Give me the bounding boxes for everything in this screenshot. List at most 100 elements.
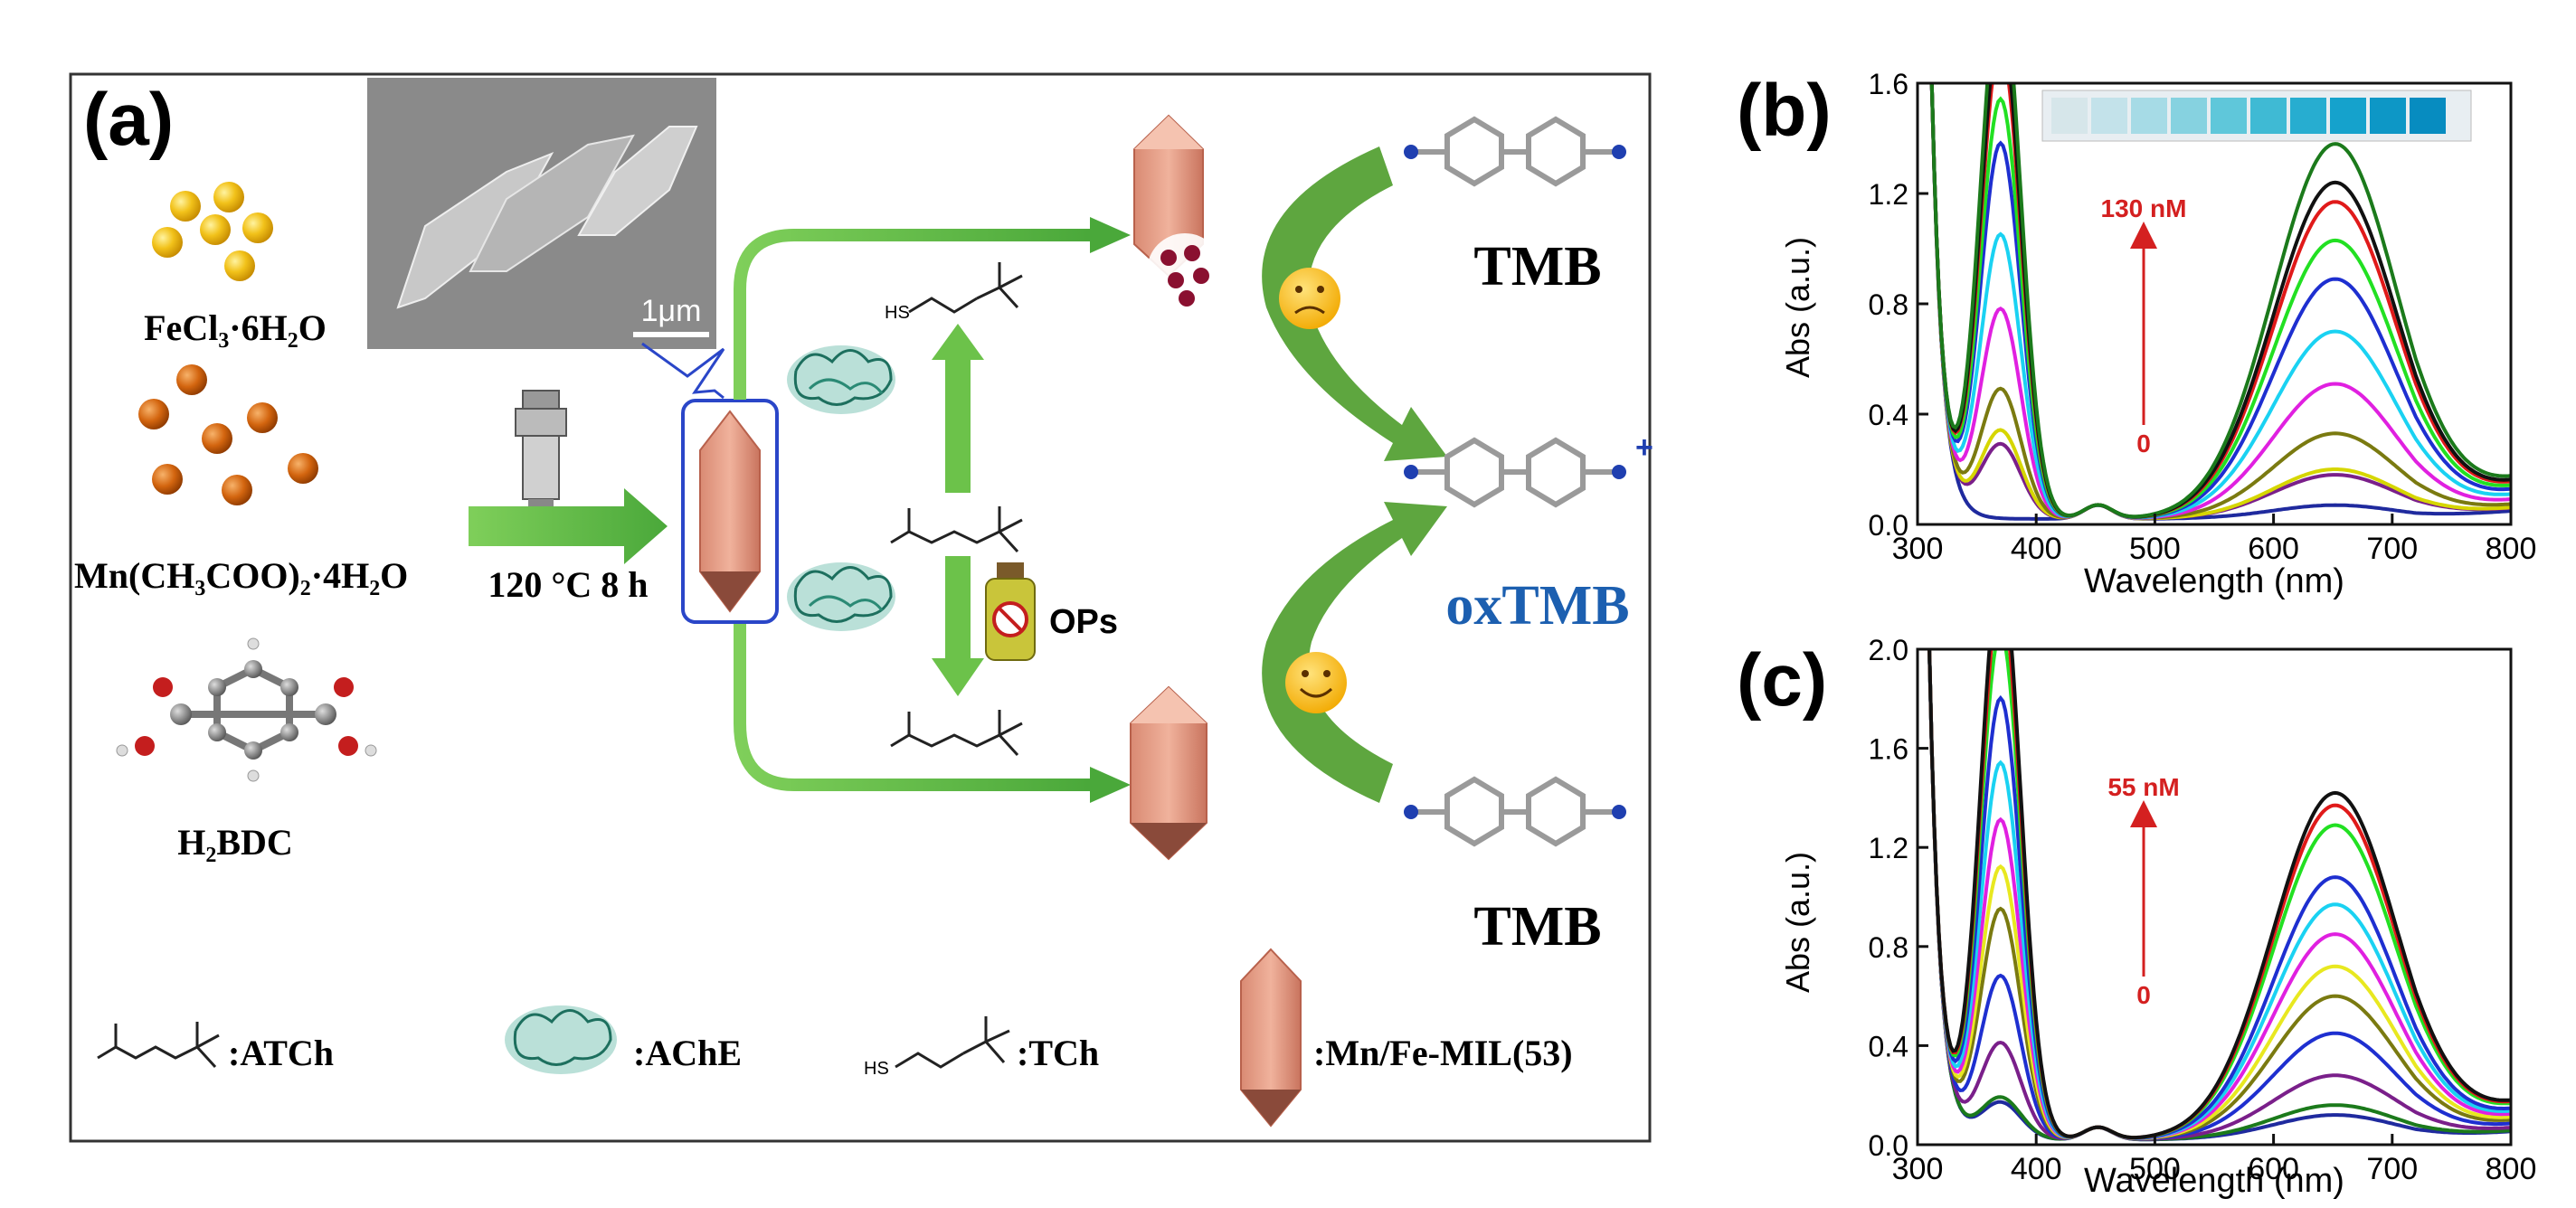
- chart-c-xlabel: Wavelength (nm): [2084, 1162, 2344, 1200]
- h2bdc-label: H₂BDC: [177, 822, 293, 863]
- chart-c-annotation-bottom: 0: [2136, 981, 2151, 1009]
- curved-arrow-top: [1262, 146, 1447, 461]
- ops-label: OPs: [1049, 603, 1118, 641]
- chart-c-ytick-label-0: 0.0: [1869, 1129, 1908, 1162]
- legend-tch-hs: HS: [864, 1059, 889, 1079]
- tmb-molecule-bottom: [1404, 776, 1626, 847]
- tmb-top-label: TMB: [1473, 236, 1601, 297]
- chart-c-series-group: [1927, 649, 2511, 1142]
- chart-c-xtick-label-3: 600: [2248, 1152, 2299, 1186]
- branch-arrow-bottom: [734, 624, 1090, 791]
- chart-c-annotation-top: 55 nM: [2107, 773, 2179, 801]
- chart-c-frame: [1916, 647, 2513, 1147]
- legend-tch-molecule: [895, 1016, 1010, 1069]
- chart-b-xlabel: Wavelength (nm): [2084, 562, 2344, 600]
- legend-atch-molecule: [97, 1022, 220, 1069]
- mof-crystal-center: [641, 342, 779, 624]
- legend-mof-crystal: [1240, 948, 1302, 1128]
- sem-image: 1μm: [367, 78, 716, 349]
- tmb-molecule-top: [1404, 116, 1626, 187]
- chart-c-ytick-label-3: 1.2: [1869, 832, 1908, 864]
- panel-b-label: (b): [1737, 70, 1832, 152]
- chart-b-series-5: [1929, 83, 2511, 520]
- chart-c-xtick-label-0: 300: [1892, 1152, 1944, 1186]
- chart-b-series-3: [1929, 83, 2511, 521]
- chart-b-annotation-bottom: 0: [2136, 429, 2151, 458]
- chart-c-xtick-label-1: 400: [2011, 1152, 2062, 1186]
- chart-b-xtick-label-2: 500: [2129, 532, 2181, 566]
- synthesis-arrow: [469, 488, 668, 564]
- chart-b-series-10: [1929, 83, 2511, 519]
- chart-c-series-1: [1927, 649, 2511, 1142]
- chart-b-ytick-label-0: 0.0: [1869, 509, 1908, 542]
- h2bdc-molecule: [116, 637, 377, 782]
- branch-arrow-top: [734, 229, 1090, 400]
- fecl3-balls: [152, 182, 273, 281]
- ops-bottle-icon: [985, 562, 1036, 661]
- fecl3-label: FeCl₃·6H₂O: [144, 307, 327, 348]
- chart-c-ytick-label-2: 0.8: [1869, 931, 1908, 964]
- legend: :ATCh :AChE HS :TCh :Mn/Fe-MIL(53): [97, 948, 1573, 1128]
- panel-c: (c) Abs (a.u.) Wavelength (nm) 55 nM 0 3…: [1737, 634, 2537, 1200]
- chart-c-series-3: [1927, 649, 2511, 1141]
- chart-c-xtick-label-5: 800: [2486, 1152, 2537, 1186]
- chart-c-ylabel: Abs (a.u.): [1779, 852, 1816, 993]
- ache-protein-top: [787, 345, 895, 414]
- chart-c-series-6: [1927, 649, 2511, 1140]
- oxtmb-charge: +: [1635, 430, 1653, 465]
- chart-c-xtick-label-2: 500: [2129, 1152, 2181, 1186]
- chart-c-series-7: [1927, 649, 2511, 1140]
- panel-b: (b) Abs (a.u.) Wavelength (nm) 130 nM 0 …: [1737, 68, 2537, 600]
- legend-ache: :AChE: [633, 1033, 742, 1073]
- panel-a-label: (a): [83, 79, 174, 161]
- happy-face-icon: [1285, 652, 1347, 713]
- oxtmb-molecule: [1404, 437, 1626, 508]
- chart-b-series-0: [1929, 83, 2511, 521]
- chart-c-series-11: [1927, 649, 2511, 1140]
- chart-c-ytick-label-1: 0.4: [1869, 1030, 1908, 1062]
- chart-b-series-group: [1929, 83, 2511, 521]
- chart-b-ytick-label-4: 1.6: [1869, 68, 1908, 100]
- chart-c-series-5: [1927, 649, 2511, 1141]
- panel-a: (a) 1μm FeCl₃·6H₂O: [69, 72, 1653, 1143]
- legend-tch: :TCh: [1017, 1033, 1099, 1073]
- panel-c-label: (c): [1737, 639, 1827, 722]
- chart-b-ylabel: Abs (a.u.): [1779, 237, 1816, 378]
- panel-a-frame: [69, 72, 1652, 1143]
- oxtmb-label: oxTMB: [1445, 575, 1629, 637]
- atch-molecule-bottom: [890, 710, 1023, 757]
- chart-b-xtick-label-3: 600: [2248, 532, 2299, 566]
- sem-scale-label: 1μm: [641, 294, 702, 328]
- chart-b-series-8: [1929, 83, 2511, 519]
- chart-c-series-8: [1927, 649, 2511, 1140]
- ache-protein-bottom: [787, 562, 895, 631]
- mof-crystal-top: [1133, 114, 1223, 309]
- chart-c-xtick-label-4: 700: [2366, 1152, 2418, 1186]
- chart-b-annotation-top: 130 nM: [2101, 194, 2187, 222]
- legend-ache-protein: [505, 1005, 617, 1074]
- tch-hs-label-top: HS: [885, 303, 910, 323]
- curved-arrow-bottom: [1262, 502, 1447, 803]
- chart-c-series-4: [1927, 649, 2511, 1141]
- chart-b-frame: [1916, 81, 2513, 526]
- chart-c-series-2: [1927, 649, 2511, 1141]
- branch-arrow-top-head: [1090, 217, 1131, 253]
- chart-b-xtick-label-0: 300: [1892, 532, 1944, 566]
- legend-atch: :ATCh: [228, 1033, 334, 1073]
- atch-molecule-middle: [890, 506, 1023, 553]
- tch-molecule-top: [908, 262, 1023, 314]
- mn-acetate-label: Mn(CH₃COO)₂·4H₂O: [74, 555, 408, 596]
- chart-b-xtick-label-5: 800: [2486, 532, 2537, 566]
- branch-arrow-bottom-head: [1090, 767, 1131, 803]
- chart-b-series-9: [1929, 83, 2511, 519]
- chart-b-xtick-label-4: 700: [2366, 532, 2418, 566]
- chart-b-series-6: [1929, 83, 2511, 519]
- chart-b-series-1: [1929, 83, 2511, 521]
- chart-b-series-7: [1929, 83, 2511, 519]
- vial-photo: [2041, 90, 2472, 142]
- chart-b-ytick-label-3: 1.2: [1869, 178, 1908, 211]
- arrow-down-ops: [932, 556, 984, 696]
